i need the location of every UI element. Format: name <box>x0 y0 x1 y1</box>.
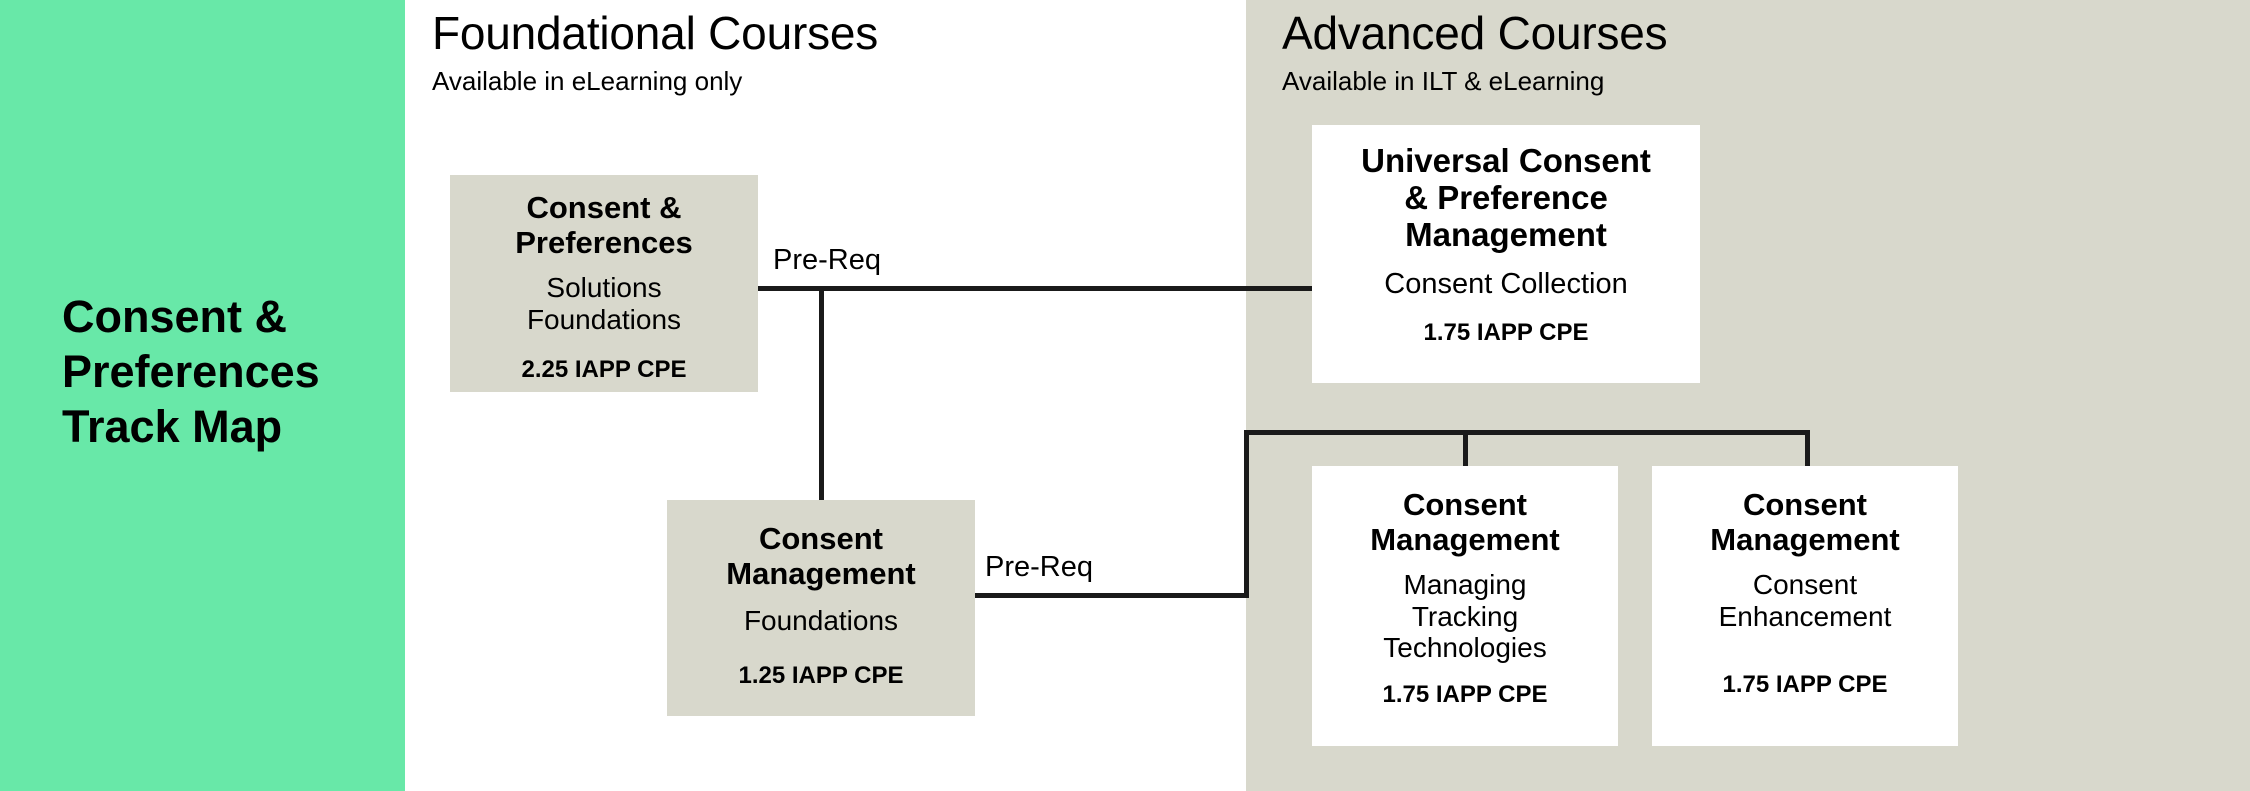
course-subtitle: Foundations <box>743 605 899 637</box>
course-cpe-credit: 1.75 IAPP CPE <box>1382 680 1548 708</box>
foundational-header-subtitle: Available in eLearning only <box>432 66 743 96</box>
connector-drop-cm-tracking <box>1463 430 1468 466</box>
sidebar-panel <box>0 0 405 791</box>
connector-label-prereq-2: Pre-Req <box>985 551 1093 583</box>
connector-prereq-1-horizontal <box>758 286 1312 291</box>
course-cpe-credit: 1.75 IAPP CPE <box>1423 319 1589 347</box>
course-cpe-credit: 2.25 IAPP CPE <box>521 356 687 384</box>
connector-prereq-2-horizontal <box>975 593 1249 598</box>
course-subtitle: Consent Collection <box>1384 267 1628 300</box>
course-title: Consent Management <box>1370 487 1560 557</box>
connector-advanced-bus-riser <box>1244 430 1249 598</box>
course-title: Consent Management <box>1710 487 1900 557</box>
connector-label-prereq-1: Pre-Req <box>773 244 881 276</box>
connector-drop-cm-enhancement <box>1805 430 1810 466</box>
course-subtitle: Consent Enhancement <box>1718 569 1892 632</box>
connector-prereq-1-drop <box>819 286 824 500</box>
course-title: Universal Consent & Preference Managemen… <box>1361 142 1651 253</box>
course-subtitle: Solutions Foundations <box>526 272 682 335</box>
course-card-consent-preferences-solutions-foundations[interactable]: Consent & Preferences Solutions Foundati… <box>450 175 758 392</box>
course-title: Consent & Preferences <box>515 190 693 260</box>
foundational-header-title: Foundational Courses <box>432 7 879 59</box>
foundational-column-header: Foundational Courses Available in eLearn… <box>432 10 878 94</box>
course-title: Consent Management <box>726 521 916 591</box>
track-map-title: Consent & Preferences Track Map <box>62 291 320 452</box>
course-cpe-credit: 1.25 IAPP CPE <box>738 661 904 689</box>
course-subtitle: Managing Tracking Technologies <box>1383 569 1547 664</box>
advanced-column-header: Advanced Courses Available in ILT & eLea… <box>1282 7 1668 96</box>
advanced-header-subtitle: Available in ILT & eLearning <box>1282 66 1605 96</box>
advanced-header-title: Advanced Courses <box>1282 7 1668 59</box>
course-cpe-credit: 1.75 IAPP CPE <box>1722 671 1888 699</box>
course-card-consent-management-consent-enhancement[interactable]: Consent Management Consent Enhancement 1… <box>1652 466 1958 746</box>
connector-advanced-bus-horizontal <box>1244 430 1810 435</box>
course-card-consent-management-managing-tracking-technologies[interactable]: Consent Management Managing Tracking Tec… <box>1312 466 1618 746</box>
course-card-universal-consent-preference-management[interactable]: Universal Consent & Preference Managemen… <box>1312 125 1700 383</box>
course-card-consent-management-foundations[interactable]: Consent Management Foundations 1.25 IAPP… <box>667 500 975 716</box>
